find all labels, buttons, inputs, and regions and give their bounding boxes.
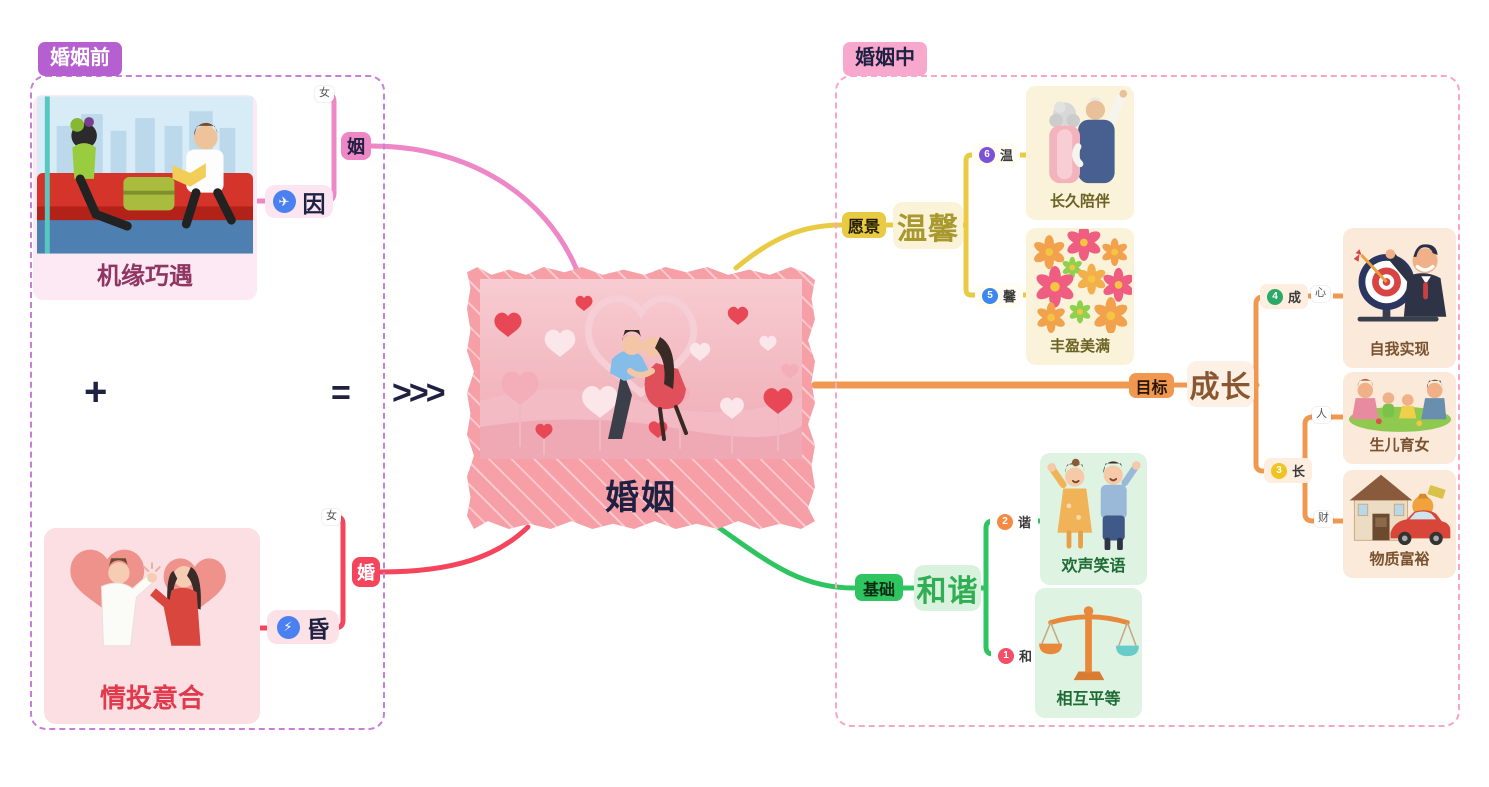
female-label-bottom[interactable]: 女 <box>322 509 341 525</box>
laughter-card[interactable]: 欢声笑语 <box>1040 453 1147 585</box>
plus-operator: + <box>84 370 108 414</box>
plane-icon: ✈ <box>272 190 296 213</box>
self-realization-card[interactable]: 自我实现 <box>1343 228 1456 368</box>
xie-sub-node[interactable]: 2 谐 <box>990 509 1039 534</box>
chance-encounter-card[interactable]: 机缘巧遇 <box>33 95 257 300</box>
female-label-top[interactable]: 女 <box>315 86 334 102</box>
number-6-badge: 6 <box>979 146 995 163</box>
number-4-badge: 4 <box>1267 288 1283 305</box>
family-illustration <box>1343 372 1456 432</box>
cause-node[interactable]: ✈ 因 <box>265 185 333 218</box>
branch-line-hun-to-center <box>377 524 531 575</box>
warm-sub-node[interactable]: 6 温 <box>972 142 1021 167</box>
kissing-couple-illustration <box>480 279 802 459</box>
xie-char: 谐 <box>1018 515 1032 530</box>
long-companionship-card[interactable]: 长久陪伴 <box>1026 86 1134 220</box>
self-realization-label: 自我实现 <box>1369 341 1430 358</box>
growth-node[interactable]: 成长 <box>1187 361 1254 407</box>
number-2-badge: 2 <box>997 513 1013 530</box>
achieve-sub-node[interactable]: 4 成 <box>1260 284 1309 309</box>
lightning-icon: ⚡ <box>276 615 300 639</box>
fragrant-sub-node[interactable]: 5 馨 <box>975 283 1024 308</box>
vision-badge[interactable]: 愿景 <box>842 212 886 238</box>
pre-marriage-badge[interactable]: 婚姻前 <box>38 42 122 76</box>
hun-char-badge[interactable]: 婚 <box>352 557 380 587</box>
in-marriage-badge[interactable]: 婚姻中 <box>843 42 927 76</box>
harmony-node[interactable]: 和谐 <box>914 565 981 611</box>
waving-couple-illustration <box>1040 453 1147 550</box>
achieve-char: 成 <box>1288 290 1302 305</box>
marriage-center-node[interactable]: 婚姻 <box>467 267 815 529</box>
branch-line-yin-to-center <box>368 143 579 271</box>
highfive-illustration <box>44 528 260 676</box>
he-char: 和 <box>1019 649 1033 664</box>
long-companionship-label: 长久陪伴 <box>1049 193 1110 210</box>
wealth-label[interactable]: 财 <box>1314 511 1333 527</box>
grow-sub-node[interactable]: 3 长 <box>1264 458 1313 483</box>
number-1-badge: 1 <box>998 647 1014 664</box>
number-3-badge: 3 <box>1271 462 1287 479</box>
branch-line-vision <box>733 222 845 271</box>
goal-badge[interactable]: 目标 <box>1129 373 1174 398</box>
branch-line-foundation <box>715 524 857 591</box>
in-marriage-group <box>835 75 1460 727</box>
laughter-label: 欢声笑语 <box>1061 558 1126 575</box>
yin-char-badge[interactable]: 姻 <box>341 132 371 160</box>
flowers-illustration <box>1026 228 1134 333</box>
raising-children-card[interactable]: 生儿育女 <box>1343 372 1456 464</box>
foundation-trunk <box>977 518 996 657</box>
subway-illustration <box>33 95 257 254</box>
equals-operator: = <box>331 374 351 412</box>
goal-trunk <box>1251 294 1266 474</box>
chance-encounter-label: 机缘巧遇 <box>97 263 193 290</box>
person-label[interactable]: 人 <box>1312 407 1331 423</box>
cause-char: 因 <box>302 190 326 217</box>
material-wealth-card[interactable]: 物质富裕 <box>1343 470 1456 578</box>
warm-char: 温 <box>1000 148 1014 163</box>
equality-label: 相互平等 <box>1056 691 1121 708</box>
house-car-illustration <box>1343 470 1456 546</box>
arrows-operator: >>> <box>392 374 446 412</box>
raising-children-label: 生儿育女 <box>1369 437 1430 454</box>
heart-mind-label[interactable]: 心 <box>1311 286 1330 302</box>
abundance-card[interactable]: 丰盈美满 <box>1026 228 1134 365</box>
dusk-node[interactable]: ⚡ 昏 <box>267 610 339 644</box>
fragrant-char: 馨 <box>1003 289 1017 304</box>
abundance-label: 丰盈美满 <box>1049 338 1110 355</box>
number-5-badge: 5 <box>982 287 998 304</box>
material-wealth-label: 物质富裕 <box>1369 551 1430 568</box>
mutual-affection-card[interactable]: 情投意合 <box>44 528 260 724</box>
balance-scale-illustration <box>1035 588 1142 683</box>
he-sub-node[interactable]: 1 和 <box>991 643 1040 668</box>
warmth-node[interactable]: 温馨 <box>893 202 963 249</box>
dusk-char: 昏 <box>306 616 330 642</box>
pre-marriage-group <box>30 75 385 730</box>
equality-card[interactable]: 相互平等 <box>1035 588 1142 718</box>
foundation-badge[interactable]: 基础 <box>855 574 903 601</box>
vision-trunk <box>960 152 983 298</box>
mutual-affection-label: 情投意合 <box>99 683 204 713</box>
marriage-title: 婚姻 <box>605 478 677 517</box>
grow-char: 长 <box>1292 464 1306 479</box>
elderly-couple-illustration <box>1026 86 1134 188</box>
target-man-illustration <box>1343 228 1456 336</box>
